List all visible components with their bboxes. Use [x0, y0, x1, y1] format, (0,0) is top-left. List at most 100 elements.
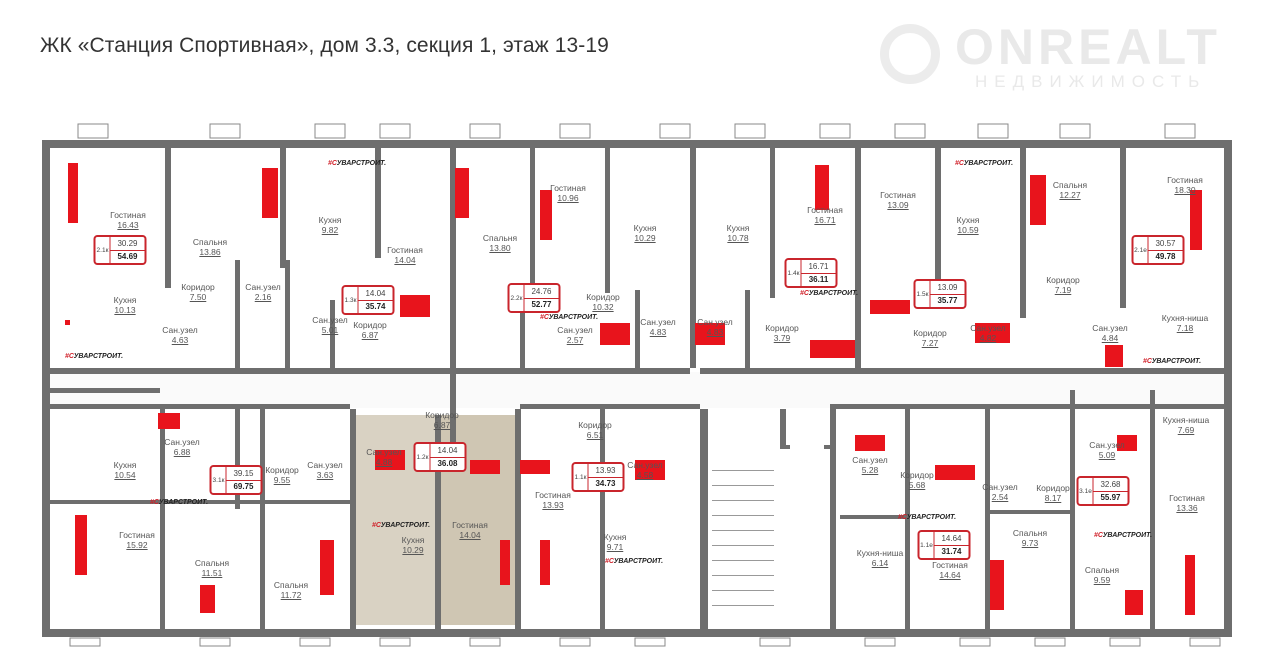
stair-step [712, 545, 774, 546]
window-icon [1059, 123, 1091, 139]
wall-segment [50, 500, 160, 504]
furniture-item [320, 540, 334, 595]
elevator-shaft [790, 445, 824, 485]
room-area: 10.32 [592, 302, 614, 312]
apartment-total-area: 34.73 [588, 476, 623, 491]
apartment-type: 3.1к [212, 467, 227, 493]
window-icon [69, 637, 101, 647]
stair-step [712, 560, 774, 561]
room-area: 6.87 [433, 420, 451, 430]
wall-segment [840, 515, 905, 519]
furniture-item [68, 163, 78, 223]
apartment-type: 1.3к [344, 287, 359, 313]
room-name: Сан.узел [162, 325, 198, 335]
room-area: 9.55 [273, 475, 291, 485]
furniture-item [855, 435, 885, 451]
wall-segment [635, 290, 640, 368]
apartment-total-area: 35.74 [358, 299, 393, 314]
room-area: 2.54 [991, 492, 1009, 502]
stair-step [712, 515, 774, 516]
room-name: Сан.узел [307, 460, 343, 470]
apartment-living-area: 16.71 [808, 261, 829, 271]
room-area: 11.72 [280, 590, 302, 600]
stair-step [712, 500, 774, 501]
room-area: 15.92 [126, 540, 148, 550]
room-name: Сан.узел [557, 325, 593, 335]
window-icon [734, 123, 766, 139]
furniture-item [1030, 175, 1046, 225]
room-name: Коридор [900, 470, 934, 480]
room-area: 13.80 [489, 243, 511, 253]
wall-segment [700, 368, 1225, 374]
room-name: Сан.узел [164, 437, 200, 447]
room-name: Гостиная [932, 560, 968, 570]
room-area: 4.82 [979, 333, 997, 343]
room-area: 5.09 [1098, 450, 1116, 460]
apartment-type: 1.1е [920, 532, 935, 558]
room-name: Кухня [401, 535, 425, 545]
apartment-total-area: 35.77 [930, 293, 965, 308]
room-name: Коридор [1046, 275, 1080, 285]
wall-segment [1120, 148, 1126, 308]
room-name: Спальня [1052, 180, 1088, 190]
room-name: Сан.узел [640, 317, 676, 327]
room-name: Кухня [113, 295, 137, 305]
wall-segment [42, 140, 50, 637]
furniture-item [600, 323, 630, 345]
room-name: Сан.узел [1089, 440, 1125, 450]
room-name: Гостиная [119, 530, 155, 540]
wall-segment [50, 388, 160, 393]
wall-segment [830, 404, 1225, 409]
room-area: 6.88 [173, 447, 191, 457]
room-area: 10.13 [114, 305, 136, 315]
apartment-type: 3.1е [1079, 478, 1094, 504]
room-name: Гостиная [387, 245, 423, 255]
wall-segment [280, 148, 286, 268]
room-name: Гостиная [807, 205, 843, 215]
window-icon [759, 637, 791, 647]
wall-segment [42, 629, 1232, 637]
page-title: ЖК «Станция Спортивная», дом 3.3, секция… [40, 34, 609, 57]
room-area: 7.27 [921, 338, 939, 348]
apartment-total-area: 52.77 [524, 297, 559, 312]
room-area: 2.57 [566, 335, 584, 345]
wall-segment [350, 409, 356, 629]
apartment-total-area: 36.08 [430, 456, 465, 471]
room-name: Кухня [318, 215, 342, 225]
room-name: Спальня [482, 233, 518, 243]
apartment-type: 2.2к [510, 285, 525, 311]
furniture-item [1185, 555, 1195, 615]
room-name: Гостиная [110, 210, 146, 220]
room-name: Коридор [181, 282, 215, 292]
wall-segment [600, 409, 605, 629]
wall-segment [285, 260, 290, 370]
window-icon [209, 123, 241, 139]
room-area: 5.28 [861, 465, 879, 475]
window-icon [634, 637, 666, 647]
window-icon [314, 123, 346, 139]
